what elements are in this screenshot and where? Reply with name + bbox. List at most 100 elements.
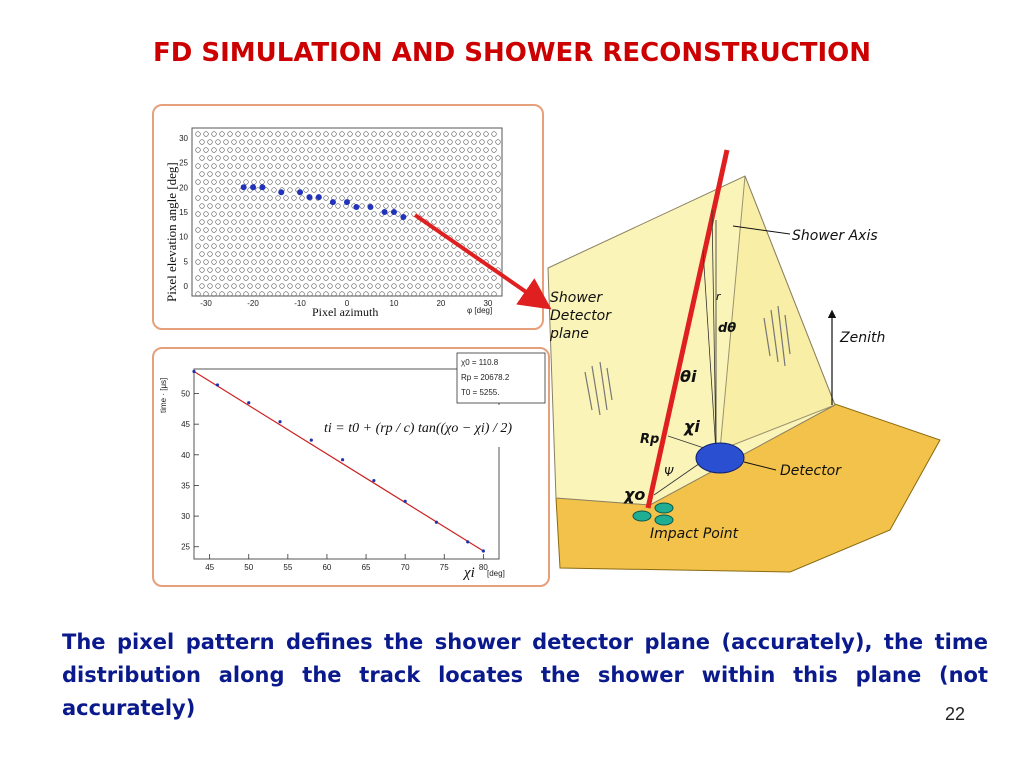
pixel-cell — [207, 203, 213, 209]
pixel-cell — [403, 163, 409, 169]
pixel-cell — [331, 259, 337, 265]
time-y-tick: 45 — [181, 420, 190, 429]
pixel-cell — [287, 155, 293, 161]
pixel-cell — [243, 227, 249, 233]
pixel-cell — [247, 203, 253, 209]
pixel-cell — [339, 275, 345, 281]
pixel-cell — [243, 291, 249, 297]
pixel-cell — [219, 211, 225, 217]
pixel-cell — [487, 203, 493, 209]
pixel-cell — [335, 139, 341, 145]
pixel-cell — [403, 179, 409, 185]
pixel-cell — [223, 171, 229, 177]
pixel-cell — [283, 259, 289, 265]
pixel-cell — [227, 275, 233, 281]
pixel-cell — [439, 187, 445, 193]
pixel-cell — [303, 283, 309, 289]
pixel-cell — [463, 171, 469, 177]
pixel-cell — [259, 147, 265, 153]
pixel-cell — [335, 235, 341, 241]
pixel-cell — [219, 243, 225, 249]
pixel-cell — [335, 251, 341, 257]
pixel-cell — [403, 291, 409, 297]
pixel-cell — [287, 219, 293, 225]
pixel-cell — [403, 275, 409, 281]
pixel-cell — [331, 291, 337, 297]
pixel-cell — [283, 211, 289, 217]
pixel-cell — [227, 227, 233, 233]
pixel-cell — [251, 131, 257, 137]
pixel-cell — [387, 259, 393, 265]
pixel-cell — [319, 203, 325, 209]
pixel-cell — [259, 131, 265, 137]
pixel-cell — [343, 139, 349, 145]
pixel-cell — [275, 227, 281, 233]
pixel-cell — [471, 171, 477, 177]
pixel-cell — [263, 283, 269, 289]
pixel-cell — [363, 131, 369, 137]
pixel-cell — [343, 235, 349, 241]
pixel-cell — [359, 203, 365, 209]
pixel-cell — [395, 179, 401, 185]
pixel-cell — [247, 235, 253, 241]
pixel-cell — [455, 139, 461, 145]
pixel-cell — [355, 163, 361, 169]
fit-t0: T0 = 5255. — [461, 388, 499, 397]
pixel-cell — [379, 275, 385, 281]
zenith-label: Zenith — [839, 330, 885, 346]
pixel-cell — [295, 267, 301, 273]
pixel-cell — [351, 155, 357, 161]
pixel-cell — [263, 155, 269, 161]
pixel-y-tick: 25 — [179, 159, 188, 168]
pixel-cell — [387, 147, 393, 153]
pixel-cell — [355, 291, 361, 297]
pixel-cell — [275, 195, 281, 201]
theta-label: θi — [680, 367, 697, 386]
pixel-cell — [215, 235, 221, 241]
pixel-cell — [487, 139, 493, 145]
pixel-cell — [411, 179, 417, 185]
pixel-cell — [207, 283, 213, 289]
pixel-x-tick: 0 — [345, 299, 350, 308]
pixel-cell — [231, 267, 237, 273]
pixel-cell — [439, 155, 445, 161]
pixel-cell — [203, 291, 209, 297]
pixel-cell — [339, 147, 345, 153]
pixel-cell — [279, 283, 285, 289]
pixel-cell — [351, 235, 357, 241]
pixel-hit — [400, 213, 407, 220]
pixel-cell — [335, 187, 341, 193]
pixel-cell — [367, 267, 373, 273]
pixel-cell — [207, 251, 213, 257]
pixel-cell — [359, 187, 365, 193]
pixel-cell — [375, 251, 381, 257]
pixel-cell — [315, 179, 321, 185]
time-data-point — [215, 383, 220, 387]
pixel-cell — [211, 243, 217, 249]
pixel-cell — [411, 131, 417, 137]
pixel-cell — [239, 155, 245, 161]
pixel-cell — [331, 211, 337, 217]
pixel-cell — [315, 211, 321, 217]
pixel-cell — [303, 187, 309, 193]
pixel-cell — [443, 147, 449, 153]
pixel-cell — [331, 163, 337, 169]
pixel-cell — [347, 195, 353, 201]
sdp-label-line3: plane — [549, 326, 589, 342]
pixel-cell — [327, 187, 333, 193]
pixel-cell — [371, 259, 377, 265]
pixel-cell — [339, 195, 345, 201]
pixel-cell — [371, 179, 377, 185]
pixel-cell — [219, 131, 225, 137]
pixel-cell — [355, 227, 361, 233]
pixel-cell — [399, 187, 405, 193]
pixel-cell — [199, 187, 205, 193]
pixel-cell — [215, 171, 221, 177]
pixel-cell — [195, 259, 201, 265]
pixel-cell — [379, 227, 385, 233]
pixel-cell — [391, 155, 397, 161]
time-x-unit: [deg] — [487, 569, 505, 578]
pixel-cell — [223, 219, 229, 225]
pixel-cell — [327, 235, 333, 241]
pixel-cell — [331, 227, 337, 233]
